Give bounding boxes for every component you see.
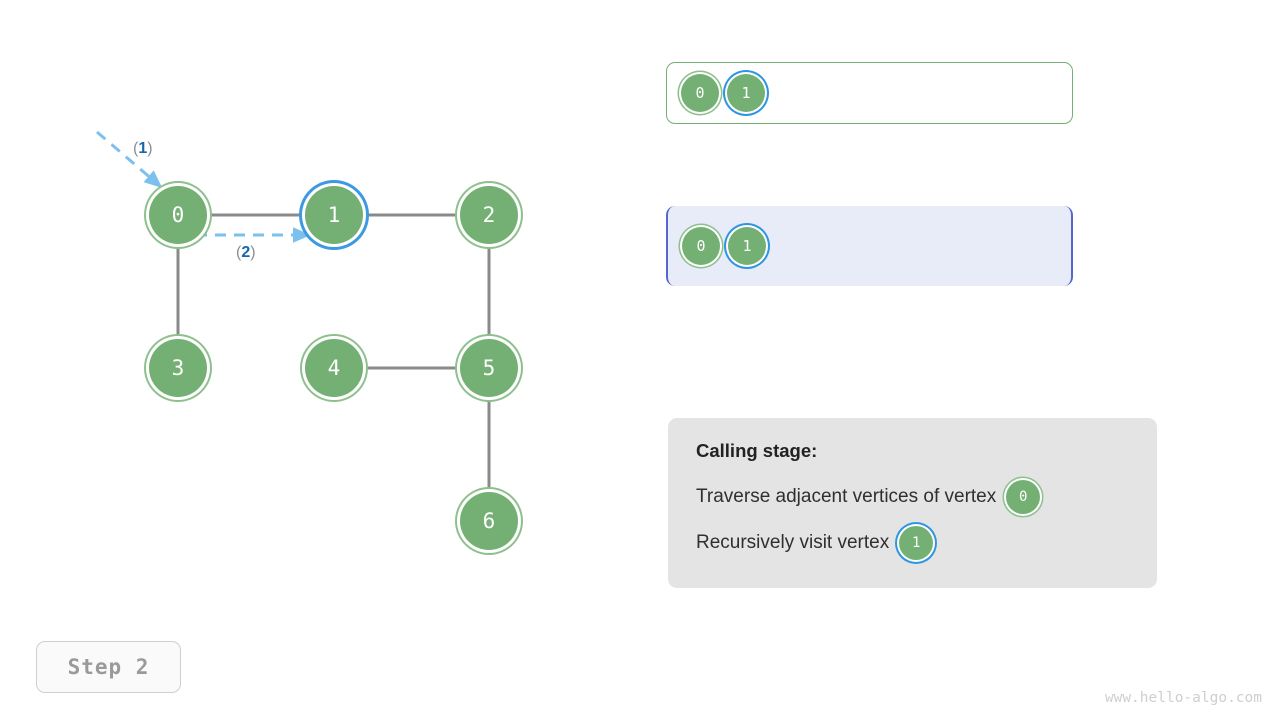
graph-node-3-label: 3 [171,355,185,380]
entry-arrow-label: (1) [133,140,153,158]
calling-stage-heading: Calling stage: [696,440,818,461]
entry-arrow [96,130,163,188]
calling-stage-line-1-vertex[interactable]: 0 [1006,480,1041,514]
graph-node-1-label: 1 [327,202,341,227]
visited-list-box: 0 1 [666,206,1073,286]
graph-node-6-label: 6 [482,508,496,533]
graph-node-2-label: 2 [482,202,496,227]
traverse-arrow-paren-close: ) [250,244,256,261]
right-panel: Traversal sequence res 0 1 Hash set visi… [666,0,1280,720]
graph-node-4-label: 4 [327,355,341,380]
graph-node-1[interactable]: 1 [305,186,363,244]
res-item-1[interactable]: 1 [727,74,765,112]
visited-item-0[interactable]: 0 [682,227,720,265]
calling-stage-line-2-vertex-label: 1 [912,535,921,551]
traverse-arrow-label: (2) [236,244,256,262]
graph-node-4[interactable]: 4 [305,339,363,397]
graph-node-5-label: 5 [482,355,496,380]
graph-node-5[interactable]: 5 [460,339,518,397]
arrow-layer [96,130,311,243]
graph-node-0[interactable]: 0 [149,186,207,244]
entry-arrow-number: 1 [138,140,148,157]
calling-stage-line-2-vertex[interactable]: 1 [899,526,934,560]
graph-canvas [96,130,491,492]
res-item-0-label: 0 [695,84,705,102]
graph-node-3[interactable]: 3 [149,339,207,397]
calling-stage-line-2-text: Recursively visit vertex [696,532,890,553]
res-list-box: 0 1 [666,62,1073,124]
visited-item-0-label: 0 [696,237,706,255]
graph-panel: 0 1 2 3 4 5 6 (1) (2) [0,0,640,620]
res-item-0[interactable]: 0 [681,74,719,112]
entry-arrow-paren-open: ( [133,140,139,157]
calling-stage-line-1-text: Traverse adjacent vertices of vertex [696,486,997,507]
edge-layer [176,213,491,492]
visited-item-1-label: 1 [742,237,752,255]
watermark: www.hello-algo.com [1104,690,1262,706]
calling-stage-line-1-vertex-label: 0 [1019,489,1028,505]
calling-stage-box: Calling stage: Traverse adjacent vertice… [668,418,1157,588]
traverse-arrow-paren-open: ( [236,244,242,261]
entry-arrow-paren-close: ) [147,140,153,157]
graph-node-0-label: 0 [171,202,185,227]
graph-node-6[interactable]: 6 [460,492,518,550]
visited-item-1[interactable]: 1 [728,227,766,265]
graph-node-2[interactable]: 2 [460,186,518,244]
calling-stage-line-2: Recursively visit vertex 1 [696,526,1131,560]
traverse-arrow-number: 2 [241,244,251,261]
calling-stage-line-1: Traverse adjacent vertices of vertex 0 [696,480,1131,514]
res-item-1-label: 1 [741,84,751,102]
step-badge: Step 2 [36,641,181,693]
